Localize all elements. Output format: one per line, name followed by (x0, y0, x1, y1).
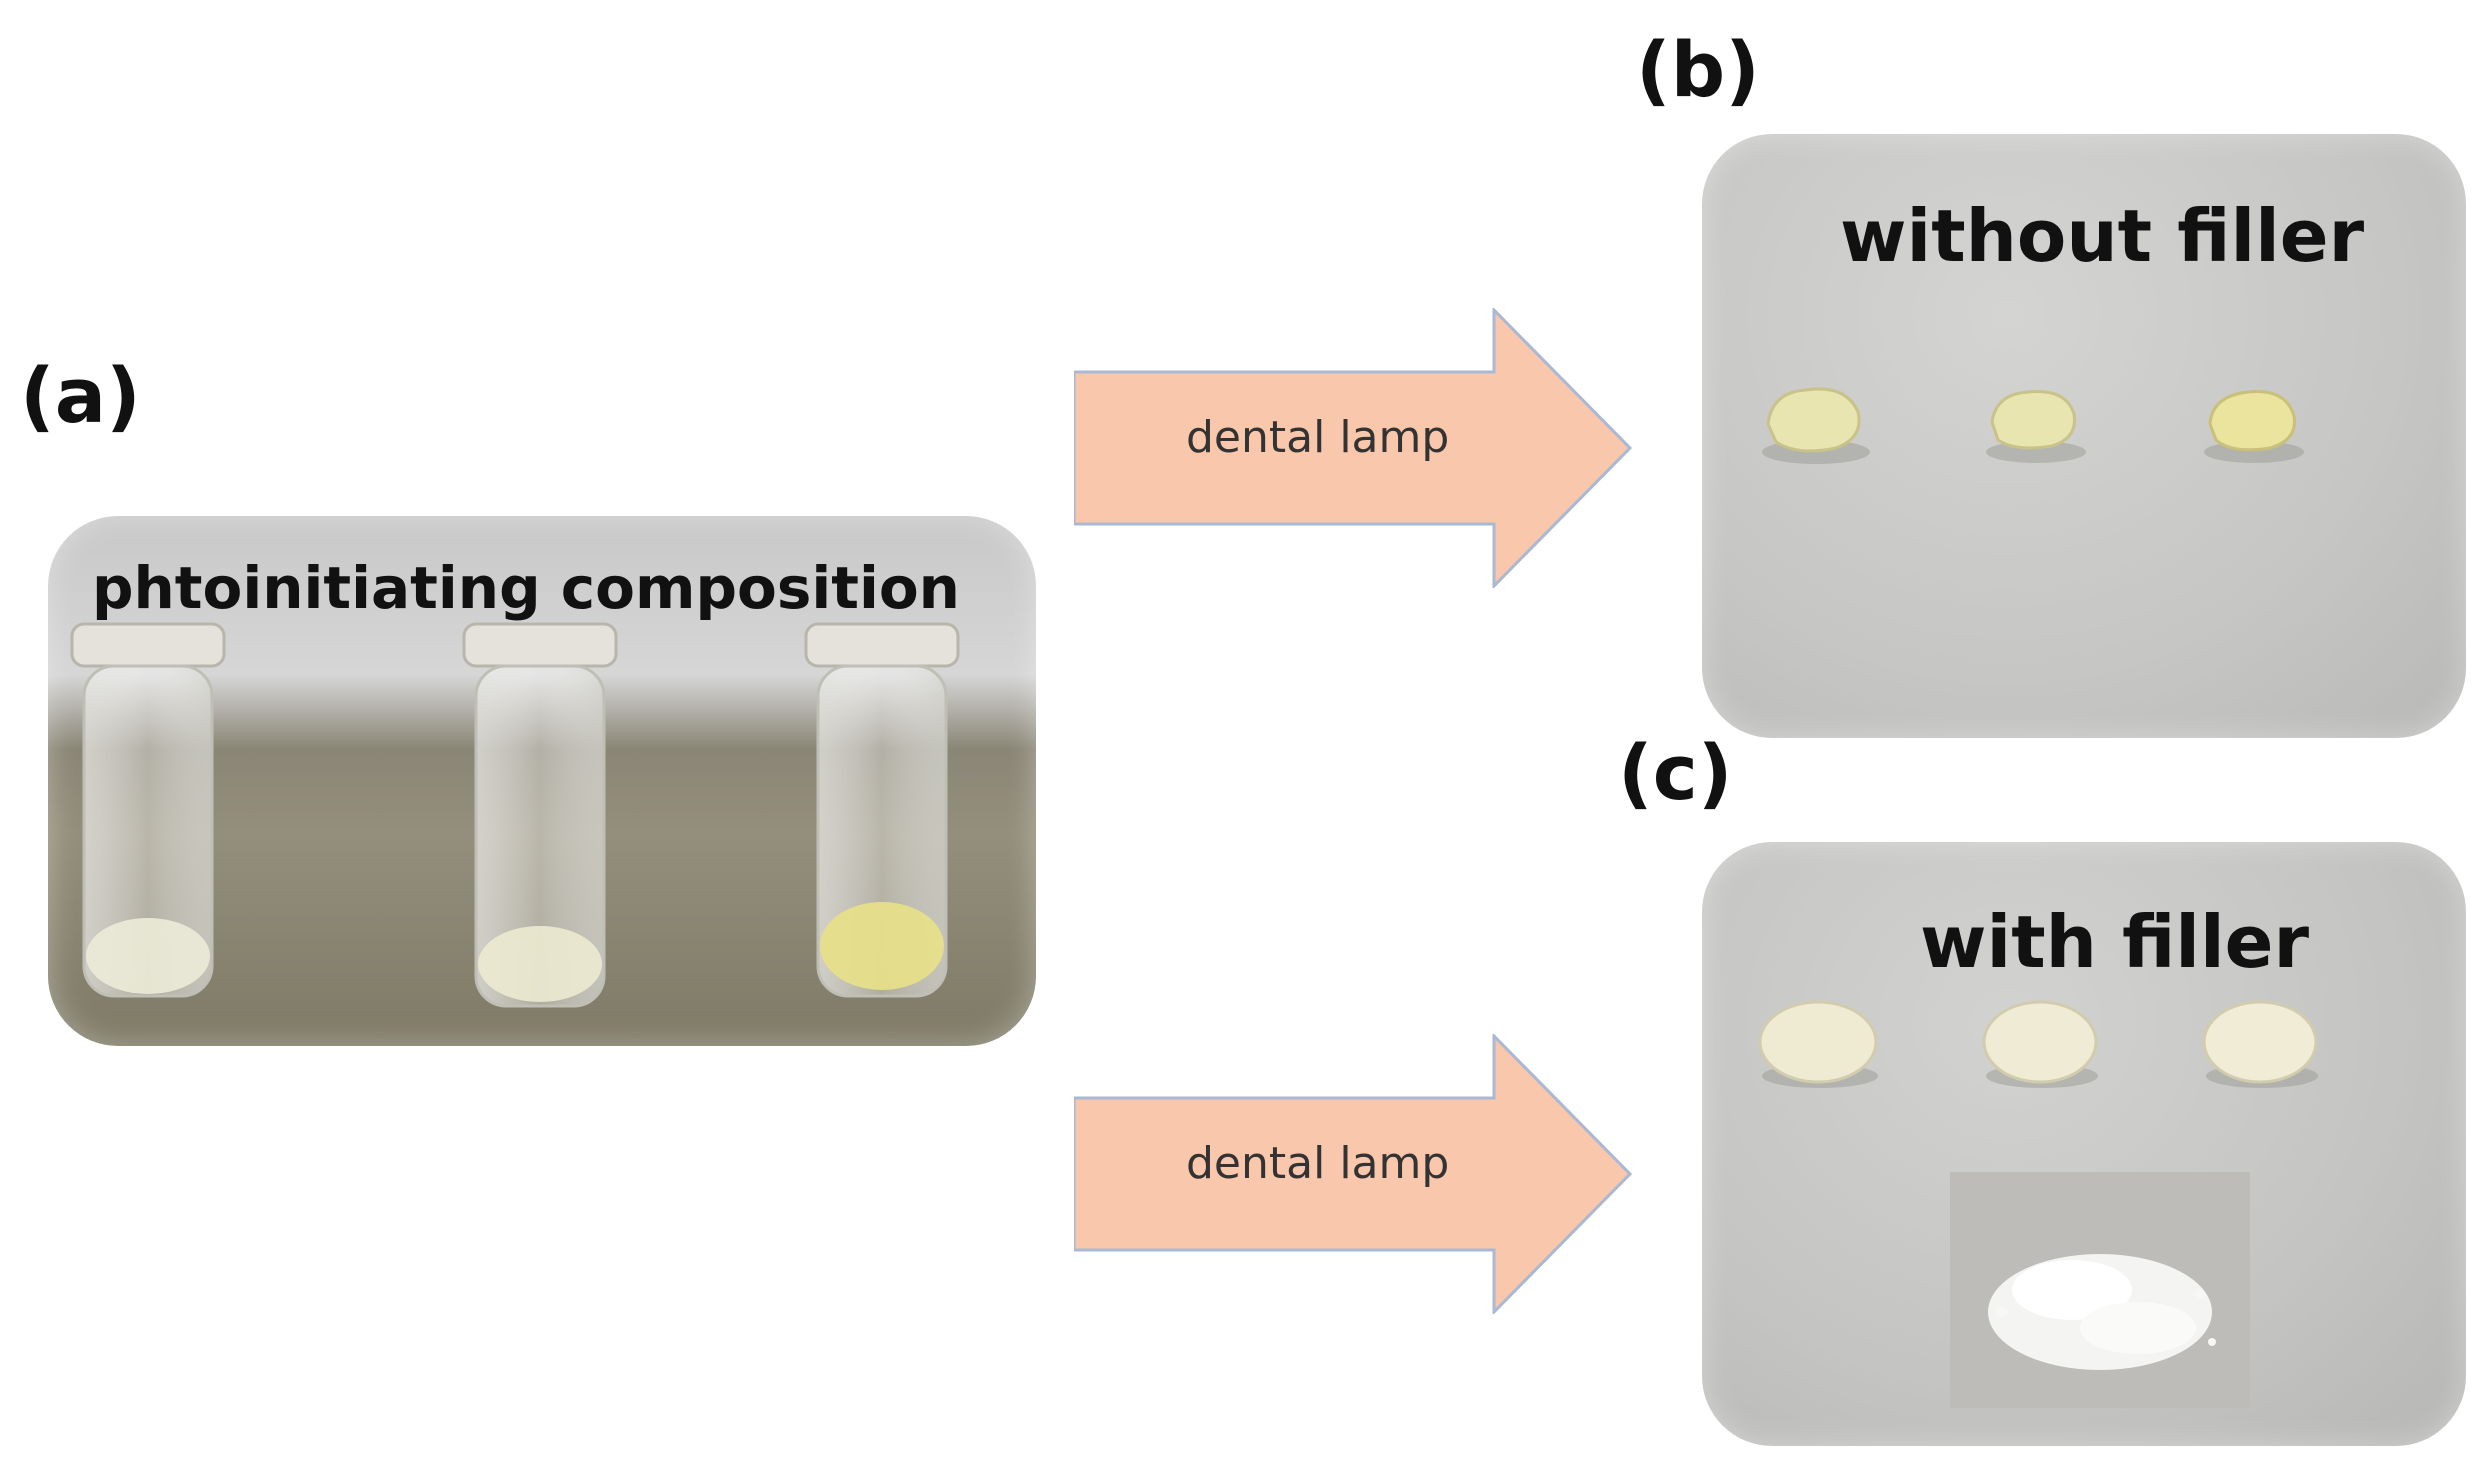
composition-title: phtoinitiating composition (92, 554, 960, 622)
sample-3 (2202, 1000, 2318, 1088)
arrow-1-label: dental lamp (1186, 412, 1450, 463)
vial-1 (70, 622, 226, 998)
vial-2 (462, 622, 618, 1008)
without-filler-title: without filler (1840, 194, 2365, 278)
sample-2 (1982, 1000, 2098, 1088)
arrow-right-2 (1074, 1034, 1633, 1314)
sample-1 (1758, 1000, 1878, 1088)
vials-photo: phtoinitiating composition (48, 516, 1036, 1046)
without-filler-photo: without filler (1702, 134, 2466, 738)
arrow-right-1 (1074, 308, 1633, 588)
arrow-2-label: dental lamp (1186, 1138, 1450, 1189)
vials-illustration (70, 622, 960, 1008)
with-filler-photo: with filler (1702, 842, 2466, 1446)
panel-c-label: (c) (1618, 728, 1733, 817)
sample-3 (2204, 390, 2304, 463)
panel-a-label: (a) (20, 351, 141, 440)
samples-with-filler (1758, 1000, 2318, 1408)
panel-b-label: (b) (1636, 25, 1760, 114)
with-filler-title: with filler (1920, 900, 2310, 984)
sample-2 (1986, 389, 2086, 463)
vial-3 (804, 622, 960, 998)
samples-without-filler (1762, 387, 2304, 464)
filler-powder-inset (1950, 1172, 2250, 1408)
sample-1 (1762, 387, 1870, 464)
